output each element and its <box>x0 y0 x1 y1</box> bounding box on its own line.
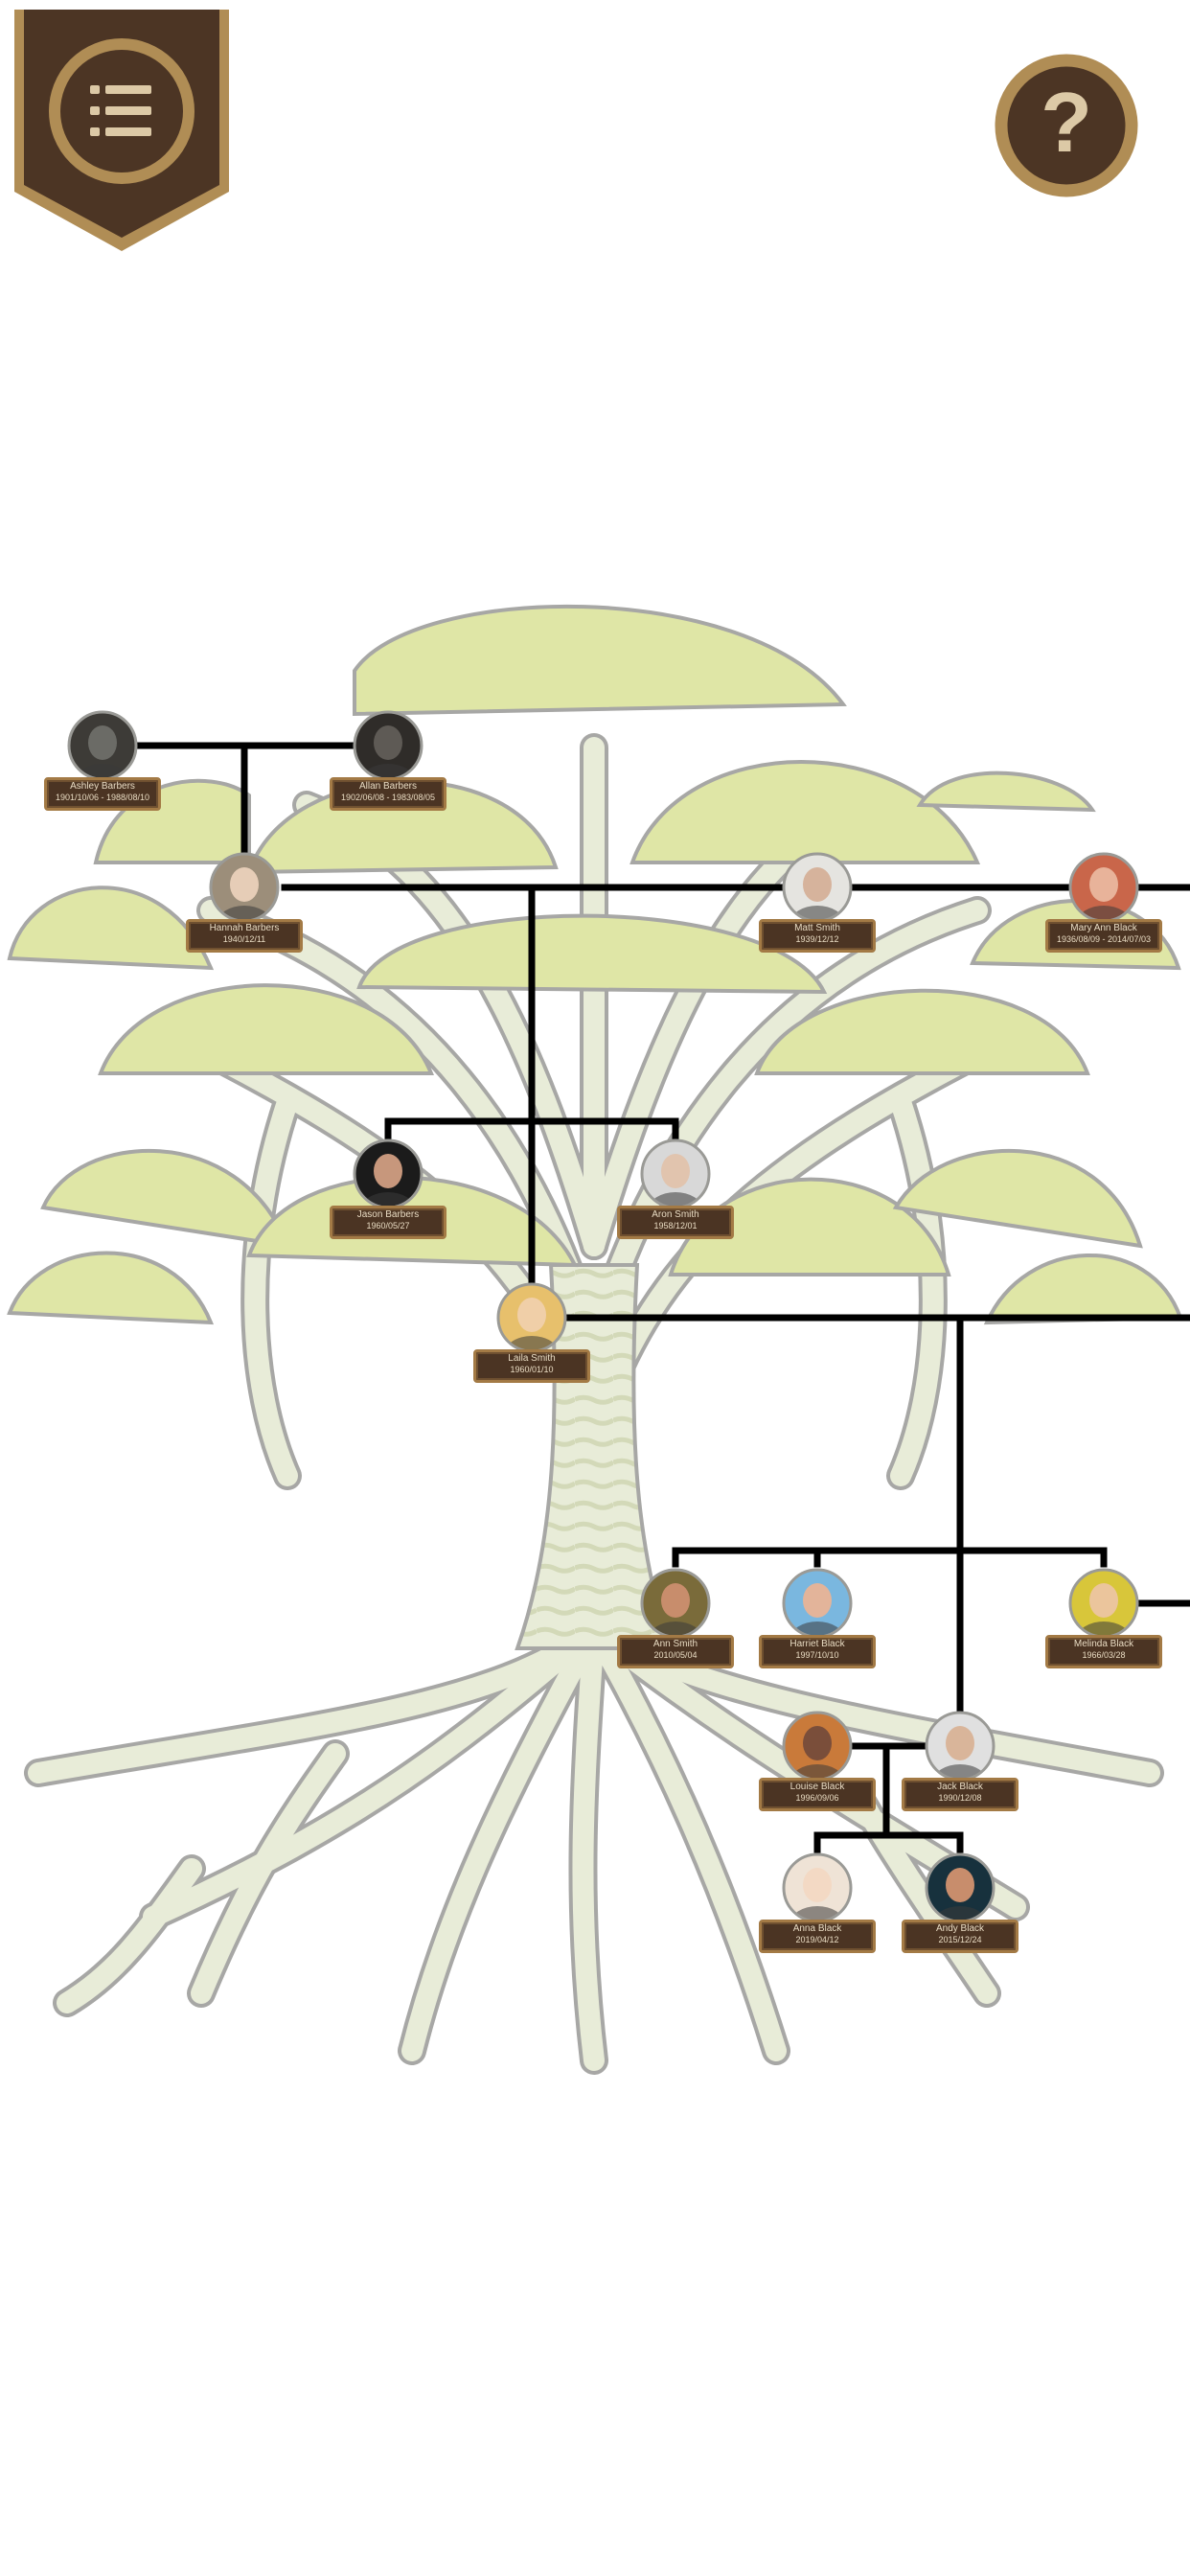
person-name: Jack Black <box>937 1782 983 1792</box>
family-connectors <box>99 742 1190 1853</box>
person-dates: 1902/06/08 - 1983/08/05 <box>340 792 436 802</box>
avatar[interactable] <box>353 710 423 781</box>
person-name: Andy Black <box>935 1923 985 1934</box>
person-dates: 2015/12/24 <box>938 1934 982 1944</box>
person-dates: 1996/09/06 <box>795 1792 839 1803</box>
person-dates: 1990/12/08 <box>938 1792 982 1803</box>
avatar[interactable] <box>353 1138 423 1209</box>
menu-button[interactable] <box>14 10 229 251</box>
person-name: Mary Ann Black <box>1070 923 1137 933</box>
person-name: Allan Barbers <box>358 781 418 792</box>
person-dates: 2019/04/12 <box>795 1934 839 1944</box>
person-name: Hannah Barbers <box>209 923 280 933</box>
avatar[interactable] <box>640 1568 711 1639</box>
person-name: Laila Smith <box>508 1353 556 1364</box>
avatar[interactable] <box>1068 852 1139 923</box>
person-name: Ashley Barbers <box>70 781 135 792</box>
avatar[interactable] <box>925 1852 995 1923</box>
list-icon <box>90 85 151 136</box>
help-button[interactable]: ? <box>995 54 1138 197</box>
avatar[interactable] <box>640 1138 711 1209</box>
person-name: Louise Black <box>790 1782 845 1792</box>
person-dates: 1958/12/01 <box>653 1220 698 1230</box>
person-name: Melinda Black <box>1073 1639 1134 1649</box>
avatar[interactable] <box>1068 1568 1139 1639</box>
person-dates: 1960/01/10 <box>510 1364 554 1374</box>
tree-roots <box>24 1615 1164 2075</box>
avatar[interactable] <box>782 852 853 923</box>
person-name: Harriet Black <box>790 1639 845 1649</box>
person-dates: 1997/10/10 <box>795 1649 839 1660</box>
person-name: Matt Smith <box>794 923 840 933</box>
avatar[interactable] <box>782 1711 853 1782</box>
person-dates: 1966/03/28 <box>1082 1649 1126 1660</box>
person-name: Jason Barbers <box>356 1209 420 1220</box>
avatar[interactable] <box>67 710 138 781</box>
help-icon <box>995 54 1138 197</box>
person-dates: 1940/12/11 <box>222 933 266 944</box>
person-name: Anna Black <box>792 1923 842 1934</box>
person-dates: 1960/05/27 <box>366 1220 410 1230</box>
avatar[interactable] <box>209 852 280 923</box>
person-dates: 2010/05/04 <box>653 1649 698 1660</box>
avatar[interactable] <box>782 1852 853 1923</box>
avatar[interactable] <box>925 1711 995 1782</box>
help-glyph: ? <box>1041 75 1092 170</box>
avatar[interactable] <box>782 1568 853 1639</box>
person-dates: 1936/08/09 - 2014/07/03 <box>1056 933 1152 944</box>
person-dates: 1939/12/12 <box>795 933 839 944</box>
tree-illustration <box>7 604 1183 2075</box>
person-name: Aron Smith <box>652 1209 699 1220</box>
menu-banner-shape <box>14 10 229 251</box>
person-dates: 1901/10/06 - 1988/08/10 <box>55 792 150 802</box>
avatar[interactable] <box>496 1282 567 1353</box>
person-name: Ann Smith <box>652 1639 698 1649</box>
